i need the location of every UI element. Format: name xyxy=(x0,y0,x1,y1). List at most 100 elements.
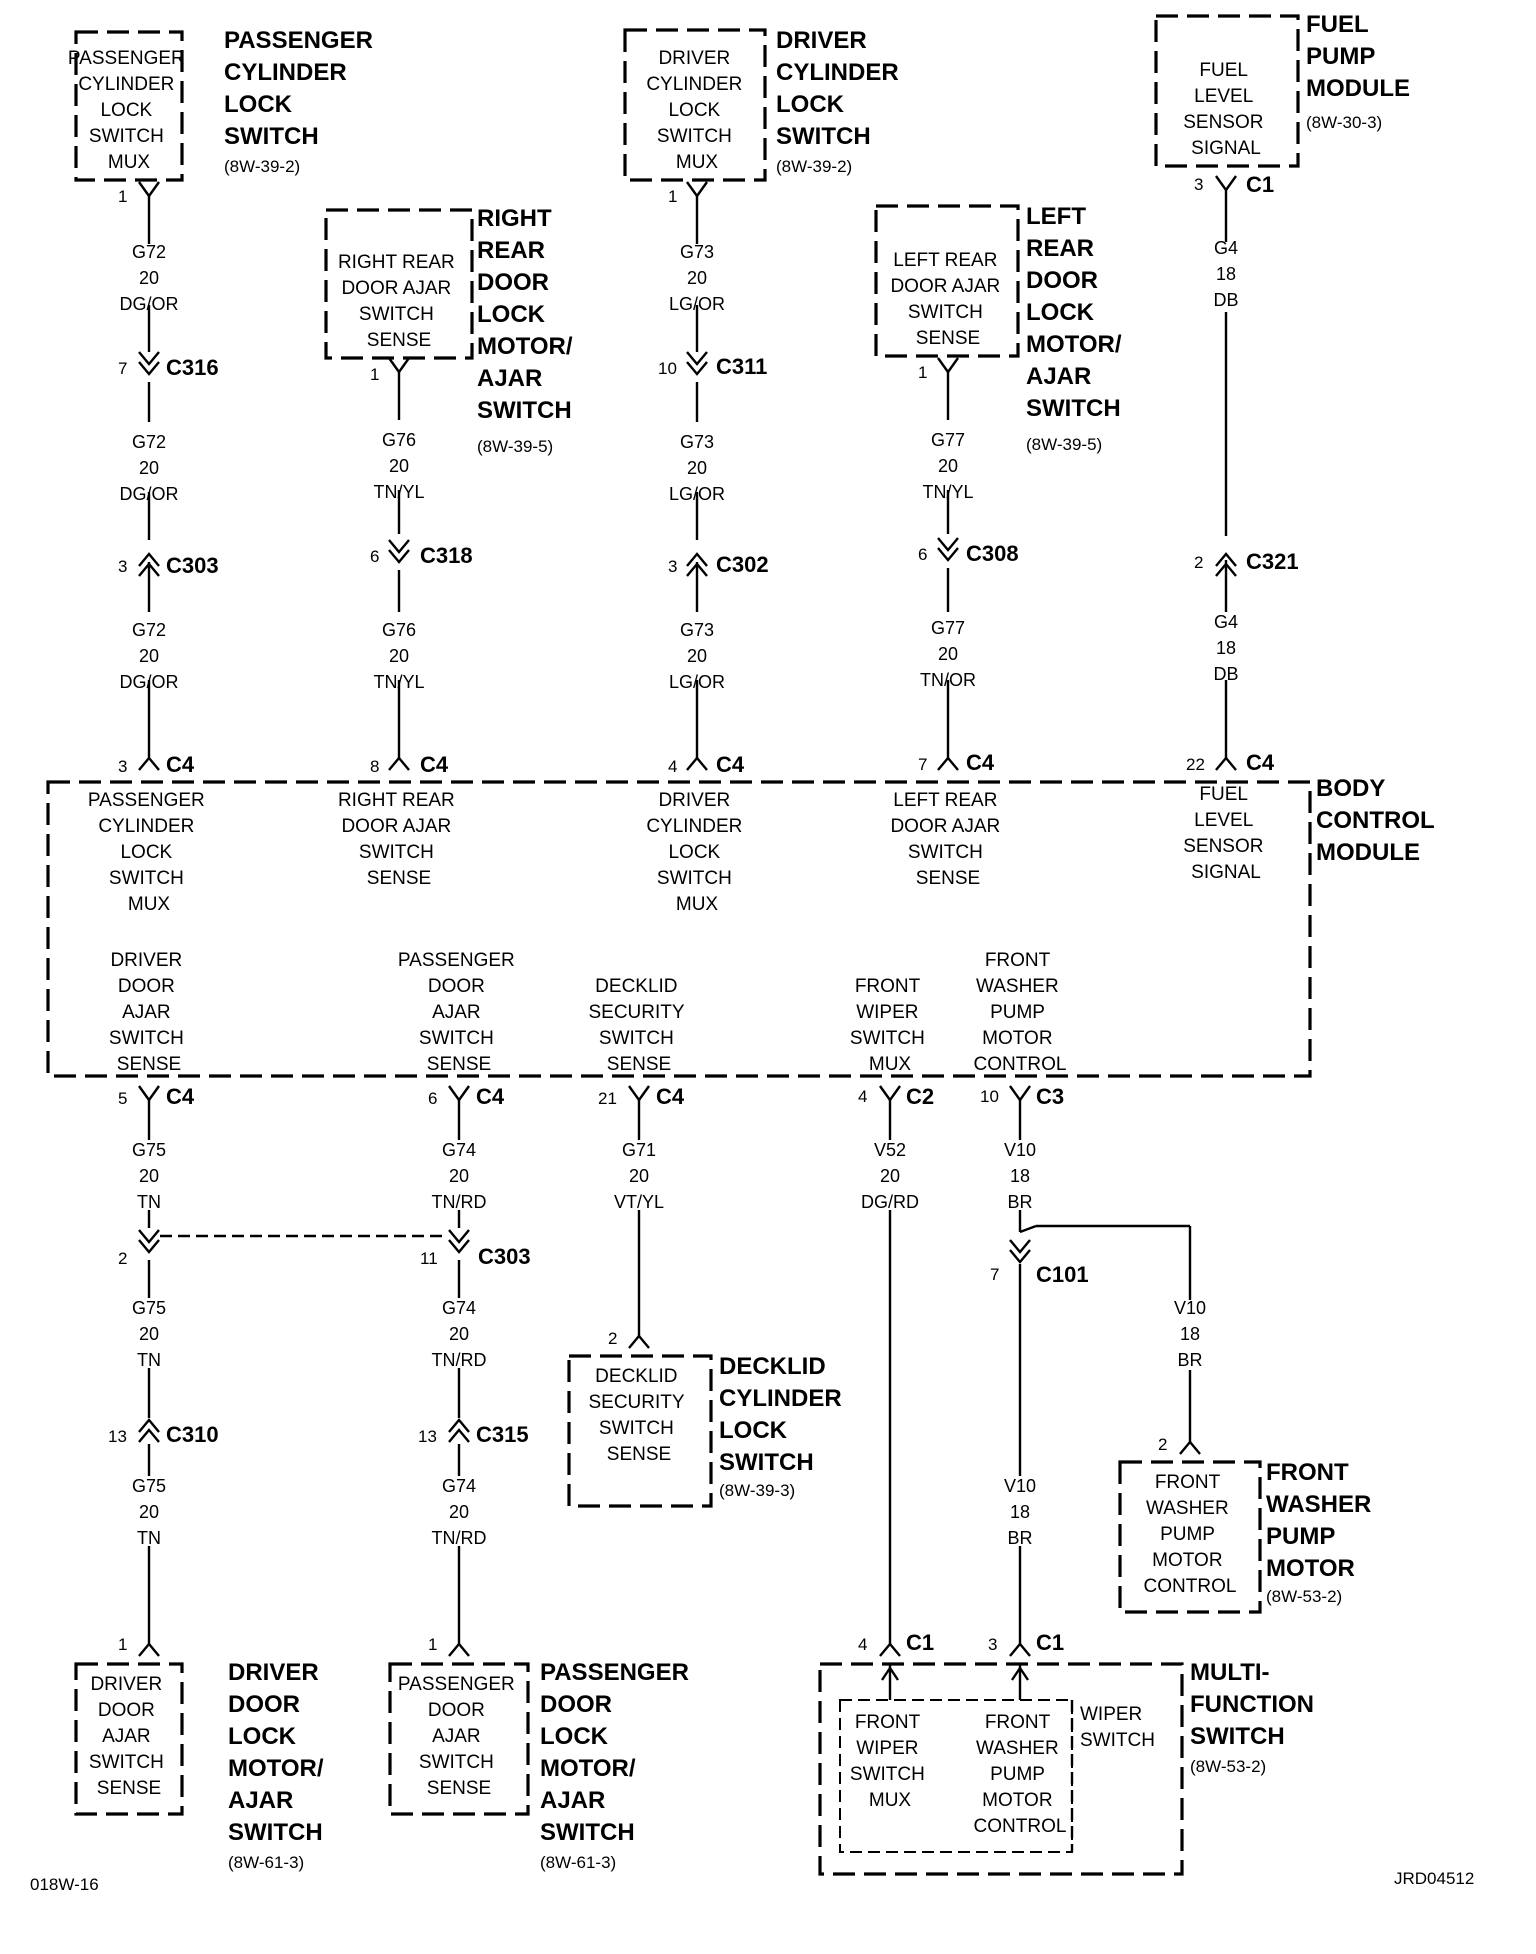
bcm-pin-label: LEFT REAR DOOR AJAR SWITCH SENSE xyxy=(890,790,1005,889)
component-inner-label: PASSENGER CYLINDER LOCK SWITCH MUX xyxy=(68,48,190,173)
body-control-module: BODY CONTROL MODULE PASSENGER CYLINDER L… xyxy=(46,775,1441,1078)
pin-number: 2 xyxy=(118,1249,127,1268)
component-ref: (8W-39-3) xyxy=(719,1481,795,1500)
bcm-pin-label: DRIVER CYLINDER LOCK SWITCH MUX xyxy=(646,790,747,915)
component-ref: (8W-53-2) xyxy=(1266,1587,1342,1606)
pin-number: 1 xyxy=(668,187,677,206)
bcm-pin-label: DRIVER DOOR AJAR SWITCH SENSE xyxy=(109,950,189,1075)
connector-c4: C4 xyxy=(716,752,745,777)
component-title: FRONT WASHER PUMP MOTOR xyxy=(1266,1459,1378,1582)
connector-c302: C302 xyxy=(716,552,769,577)
figure-id-left: 018W-16 xyxy=(30,1875,99,1894)
connector-c311: C311 xyxy=(716,354,767,379)
connector-c1: C1 xyxy=(1246,172,1274,197)
pin-number: 6 xyxy=(370,547,379,566)
component-ref: (8W-30-3) xyxy=(1306,113,1382,132)
connector-c316: C316 xyxy=(166,355,219,380)
driver-door-lock-motor-ajar-switch: DRIVER DOOR AJAR SWITCH SENSE DRIVER DOO… xyxy=(74,1659,324,1872)
component-title: DRIVER CYLINDER LOCK SWITCH xyxy=(776,27,905,150)
component-title: PASSENGER CYLINDER LOCK SWITCH xyxy=(224,27,380,150)
pin-number: 7 xyxy=(918,755,927,774)
component-title: MULTI- FUNCTION SWITCH xyxy=(1190,1659,1321,1750)
pin-number: 2 xyxy=(1194,553,1203,572)
pin-number: 6 xyxy=(428,1089,437,1108)
component-ref: (8W-39-2) xyxy=(776,157,852,176)
pin-number: 5 xyxy=(118,1089,127,1108)
driver-cylinder-lock-switch: DRIVER CYLINDER LOCK SWITCH MUX DRIVER C… xyxy=(623,27,905,182)
pin-number: 21 xyxy=(598,1089,617,1108)
connector-c2: C2 xyxy=(906,1084,934,1109)
pin-number: 1 xyxy=(428,1635,437,1654)
connector-c4: C4 xyxy=(476,1084,505,1109)
passenger-cylinder-lock-switch: PASSENGER CYLINDER LOCK SWITCH MUX PASSE… xyxy=(68,27,380,182)
decklid-cylinder-lock-switch: DECKLID SECURITY SWITCH SENSE DECKLID CY… xyxy=(567,1353,848,1508)
pin-number: 3 xyxy=(118,757,127,776)
mfs-sub-label: WIPER SWITCH xyxy=(1080,1704,1155,1751)
passenger-door-lock-motor-ajar-switch: PASSENGER DOOR AJAR SWITCH SENSE PASSENG… xyxy=(388,1659,696,1872)
left-rear-door-lock-motor-ajar-switch: LEFT REAR DOOR AJAR SWITCH SENSE LEFT RE… xyxy=(874,203,1128,454)
connector-c303: C303 xyxy=(166,553,219,578)
component-title: LEFT REAR DOOR LOCK MOTOR/ AJAR SWITCH xyxy=(1026,203,1128,422)
bcm-pin-label: FRONT WIPER SWITCH MUX xyxy=(850,976,930,1075)
component-title: DECKLID CYLINDER LOCK SWITCH xyxy=(719,1353,848,1476)
component-inner-label: FRONT WASHER PUMP MOTOR CONTROL xyxy=(1144,1472,1237,1597)
pin-number: 7 xyxy=(990,1265,999,1284)
component-inner-label: RIGHT REAR DOOR AJAR SWITCH SENSE xyxy=(338,252,460,351)
pin-number: 3 xyxy=(988,1635,997,1654)
pin-number: 10 xyxy=(980,1087,999,1106)
connector-c310: C310 xyxy=(166,1422,219,1447)
component-inner-label: DECKLID SECURITY SWITCH SENSE xyxy=(588,1366,689,1465)
pin-number: 6 xyxy=(918,545,927,564)
connector-c315: C315 xyxy=(476,1422,529,1447)
pin-number: 3 xyxy=(1194,175,1203,194)
connector-c318: C318 xyxy=(420,543,473,568)
pin-number: 3 xyxy=(668,557,677,576)
fuel-pump-module: FUEL LEVEL SENSOR SIGNAL FUEL PUMP MODUL… xyxy=(1154,11,1410,168)
component-title: PASSENGER DOOR LOCK MOTOR/ AJAR SWITCH xyxy=(540,1659,696,1846)
component-ref: (8W-39-5) xyxy=(477,437,553,456)
component-ref: (8W-61-3) xyxy=(228,1853,304,1872)
pin-number: 7 xyxy=(118,359,127,378)
connector-c4: C4 xyxy=(966,750,995,775)
pin-number: 1 xyxy=(370,365,379,384)
connector-c4: C4 xyxy=(656,1084,685,1109)
figure-id-right: JRD04512 xyxy=(1394,1869,1474,1888)
pin-number: 3 xyxy=(118,557,127,576)
component-ref: (8W-53-2) xyxy=(1190,1757,1266,1776)
connector-c4: C4 xyxy=(1246,750,1275,775)
component-ref: (8W-39-5) xyxy=(1026,435,1102,454)
component-title: FUEL PUMP MODULE xyxy=(1306,11,1410,102)
pin-number: 22 xyxy=(1186,755,1205,774)
pin-number: 1 xyxy=(918,363,927,382)
connector-c101: C101 xyxy=(1036,1262,1089,1287)
component-inner-label: DRIVER CYLINDER LOCK SWITCH MUX xyxy=(646,48,747,173)
connector-c4: C4 xyxy=(420,752,449,777)
connector-c1: C1 xyxy=(906,1630,934,1655)
front-washer-pump-motor: FRONT WASHER PUMP MOTOR CONTROL FRONT WA… xyxy=(1118,1459,1378,1614)
component-ref: (8W-39-2) xyxy=(224,157,300,176)
connector-labels: 1 7 C316 3 C303 3 C4 1 6 C318 8 C4 1 10 … xyxy=(108,172,1299,1655)
component-inner-label: DRIVER DOOR AJAR SWITCH SENSE xyxy=(89,1674,169,1799)
pin-number: 4 xyxy=(858,1087,867,1106)
bcm-title: BODY CONTROL MODULE xyxy=(1316,775,1441,866)
